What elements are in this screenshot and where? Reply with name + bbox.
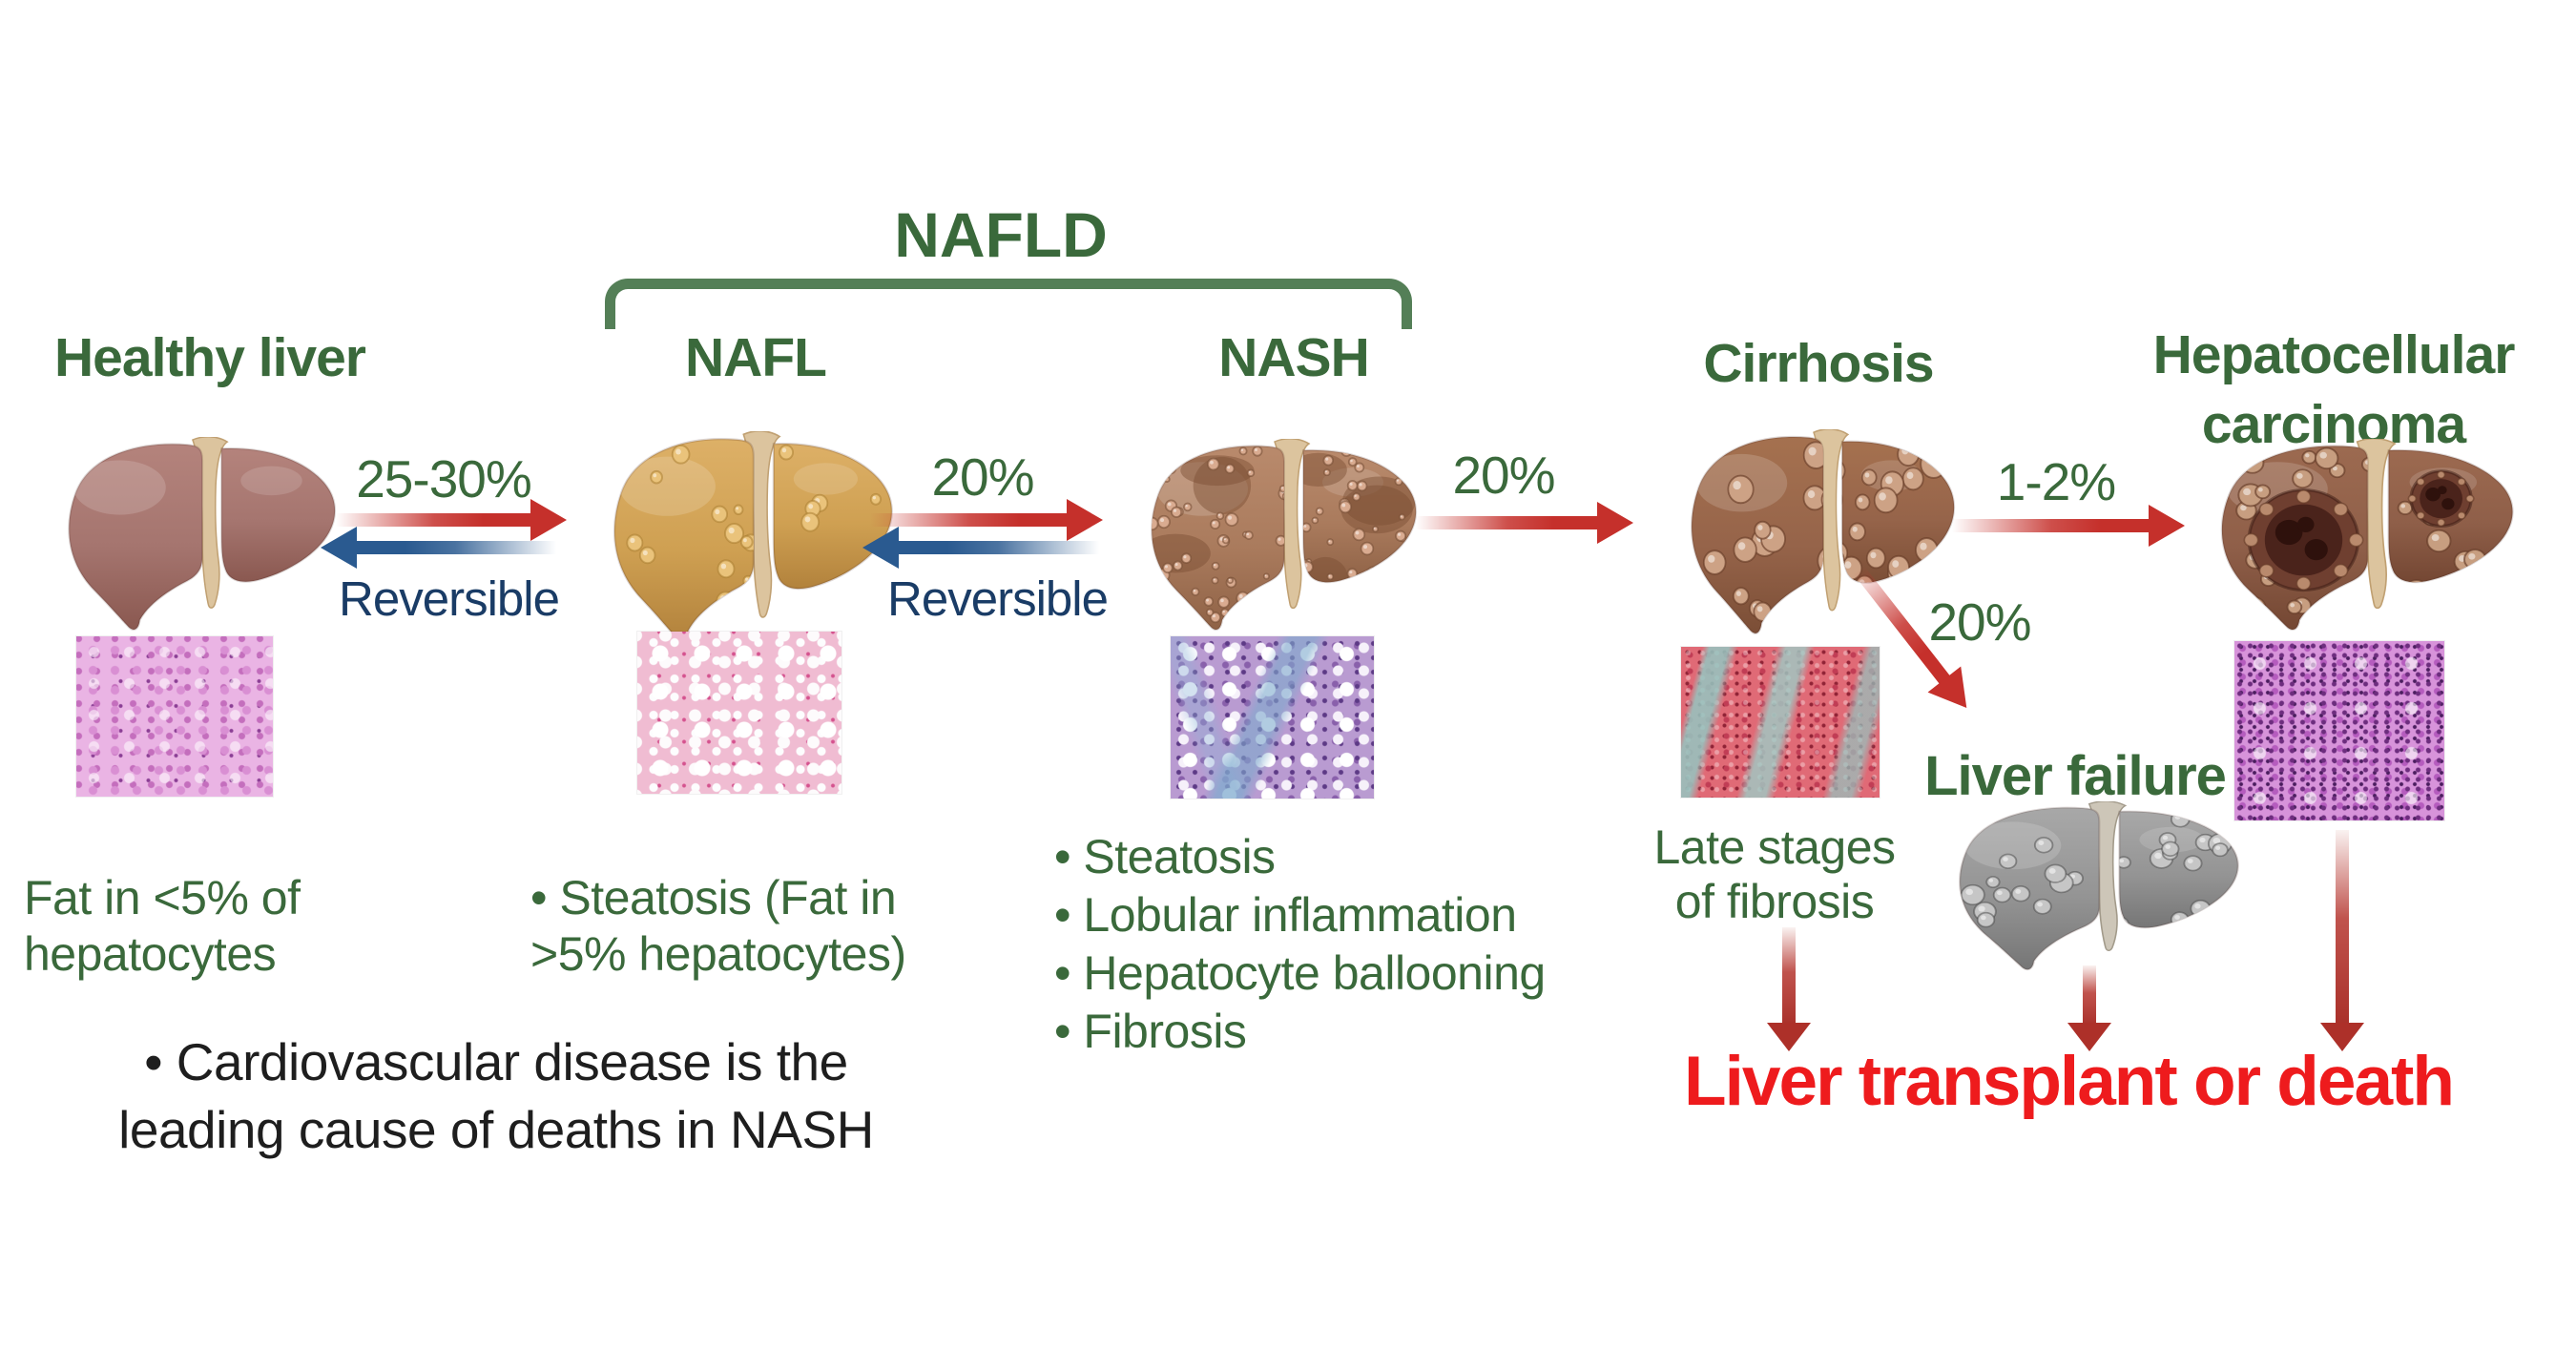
nash-bullet-hepatocyte-ballooning: • Hepatocyte ballooning (1054, 946, 1546, 1000)
cirrhosis-note: Late stages of fibrosis (1584, 820, 1965, 929)
healthy-note-line2: hepatocytes (24, 927, 277, 981)
forward-arrow-healthy-to-nafl (336, 499, 567, 541)
stage-title-nafl: NAFL (685, 327, 827, 388)
nafld-group-title: NAFLD (894, 199, 1108, 270)
arrow-head-icon (2067, 1023, 2111, 1051)
footnote-line2: leading cause of deaths in NASH (118, 1100, 874, 1159)
arrow-shaft (1782, 927, 1796, 1027)
footnote-line1: • Cardiovascular disease is the (144, 1032, 848, 1091)
nafl-histology-image (637, 632, 841, 794)
arrow-shaft (1952, 519, 2150, 532)
cirrhosis-note-line2: of fibrosis (1674, 875, 1875, 928)
stage-title-healthy: Healthy liver (54, 327, 366, 388)
forward-arrow-cirrhosis-to-hcc (1952, 505, 2185, 547)
nafld-bracket (605, 279, 1412, 329)
healthy-note: Fat in <5% of hepatocytes (24, 870, 539, 983)
down-arrow-fibrosis-to-outcome (1767, 927, 1811, 1051)
stage-title-nash: NASH (1218, 327, 1370, 388)
down-arrow-failure-to-outcome (2067, 965, 2111, 1051)
stage-title-cirrhosis: Cirrhosis (1703, 333, 1934, 394)
transition-healthy-nafl-percent: 25-30% (356, 449, 532, 508)
stage-title-hcc-line1: Hepatocellular (2152, 324, 2516, 385)
arrow-head-icon (530, 499, 567, 541)
arrow-shaft (897, 541, 1099, 554)
cirrhosis-histology-image (1681, 647, 1880, 798)
arrow-shaft (355, 541, 556, 554)
reversible-label-2: Reversible (887, 571, 1109, 626)
outcome-label: Liver transplant or death (1684, 1043, 2455, 1120)
arrow-head-icon (2149, 505, 2185, 547)
hepatocellular-carcinoma-liver-illustration (2204, 439, 2519, 632)
arrow-head-icon (2320, 1023, 2364, 1051)
arrow-shaft (2083, 965, 2096, 1027)
transition-nash-cirrhosis-percent: 20% (1452, 446, 1555, 505)
nash-bullet-list: • Steatosis • Lobular inflammation • Hep… (1054, 828, 1684, 1061)
reverse-arrow-nafl-to-healthy (321, 527, 556, 569)
nash-bullet-lobular-inflammation: • Lobular inflammation (1054, 888, 1517, 942)
nash-liver-illustration (1135, 439, 1422, 632)
arrow-head-icon (321, 527, 357, 569)
healthy-liver-illustration (52, 437, 341, 632)
cirrhosis-note-line1: Late stages (1653, 820, 1896, 874)
down-arrow-hcc-to-outcome (2320, 830, 2364, 1051)
arrow-head-icon (1767, 1023, 1811, 1051)
forward-arrow-nash-to-cirrhosis (1416, 502, 1633, 544)
arrow-head-icon (1067, 499, 1103, 541)
arrow-head-icon (862, 527, 899, 569)
arrow-shaft (870, 513, 1069, 527)
nafl-note-line1: • Steatosis (Fat in (530, 871, 897, 924)
nash-bullet-steatosis: • Steatosis (1054, 830, 1276, 883)
transition-cirrhosis-hcc-percent: 1-2% (1996, 452, 2116, 511)
healthy-liver-histology-image (76, 636, 273, 797)
liver-failure-gray-liver-illustration (1942, 801, 2244, 971)
hcc-histology-image (2234, 641, 2444, 820)
stage-title-hcc: Hepatocellular carcinoma (2095, 321, 2572, 460)
stage-title-hcc-line2: carcinoma (2201, 394, 2466, 455)
nafl-note: • Steatosis (Fat in >5% hepatocytes) (530, 870, 1046, 983)
transition-nafl-nash-percent: 20% (931, 447, 1034, 507)
arrow-shaft (336, 513, 532, 527)
cardiovascular-footnote: • Cardiovascular disease is the leading … (0, 1028, 992, 1164)
nash-histology-image (1171, 636, 1374, 799)
arrow-shaft (1416, 516, 1599, 529)
reversible-label-1: Reversible (339, 571, 560, 626)
transition-cirrhosis-failure-percent: 20% (1928, 592, 2031, 652)
forward-arrow-nafl-to-nash (870, 499, 1103, 541)
arrow-shaft (2336, 830, 2349, 1027)
reverse-arrow-nash-to-nafl (862, 527, 1099, 569)
nafl-note-line2: >5% hepatocytes) (530, 927, 906, 981)
nash-bullet-fibrosis: • Fibrosis (1054, 1005, 1247, 1058)
healthy-note-line1: Fat in <5% of (24, 871, 301, 924)
nafl-liver-illustration (597, 431, 898, 643)
cirrhosis-liver-illustration (1675, 429, 1960, 635)
arrow-head-icon (1597, 502, 1633, 544)
liver-failure-title: Liver failure (1924, 745, 2227, 807)
